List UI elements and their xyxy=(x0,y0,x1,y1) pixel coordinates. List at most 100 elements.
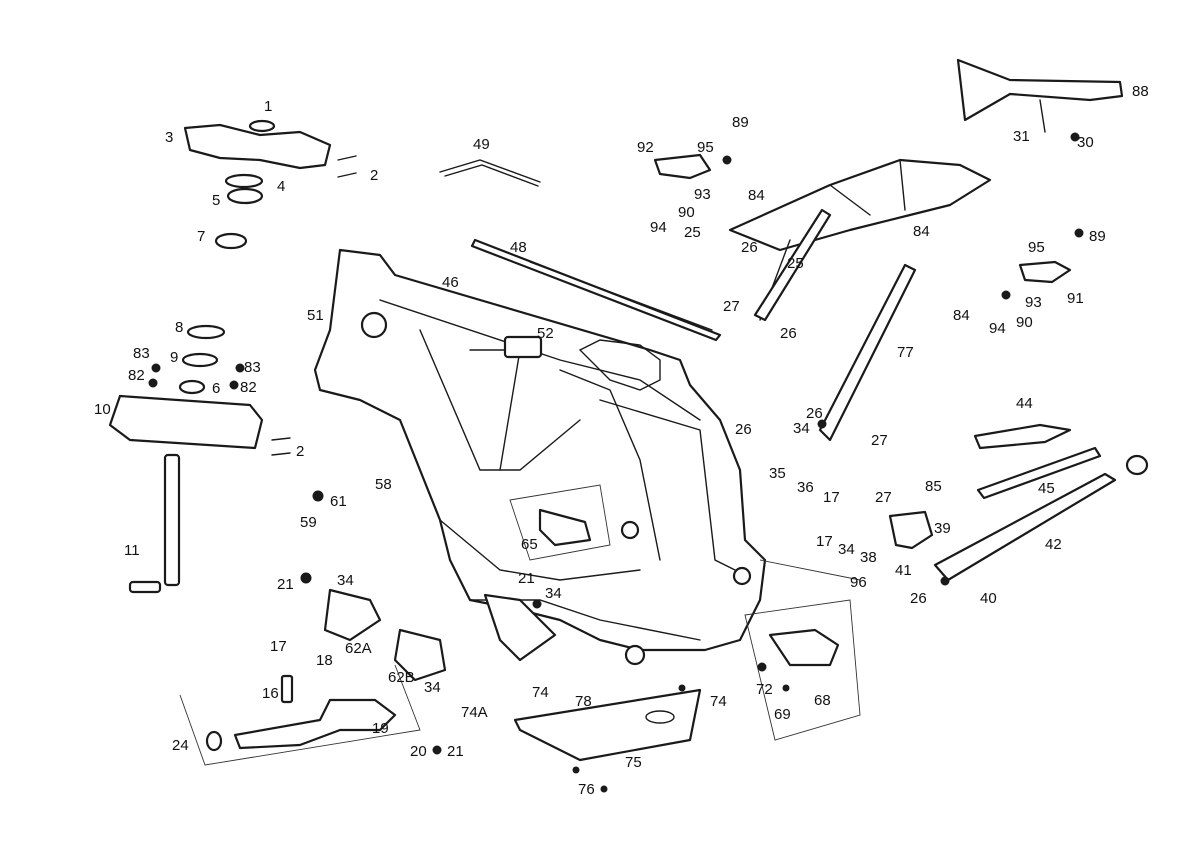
upper-triple-clamp xyxy=(183,119,357,250)
callout-label: 82 xyxy=(240,379,257,396)
callout-label: 9 xyxy=(170,349,178,366)
callout-label: 45 xyxy=(1038,480,1055,497)
callout-label: 27 xyxy=(875,489,892,506)
callout-label: 75 xyxy=(625,754,642,771)
frame-rails xyxy=(439,159,722,342)
callout-label: 74 xyxy=(532,684,549,701)
callout-label: 8 xyxy=(175,319,183,336)
callout-label: 69 xyxy=(774,706,791,723)
callout-label: 95 xyxy=(1028,239,1045,256)
callout-label: 27 xyxy=(871,432,888,449)
fasteners xyxy=(148,132,1084,793)
callout-label: 17 xyxy=(270,638,287,655)
callout-label: 19 xyxy=(372,720,389,737)
right-hardware xyxy=(538,153,1149,667)
callout-label: 17 xyxy=(823,489,840,506)
callout-label: 48 xyxy=(510,239,527,256)
callout-label: 84 xyxy=(913,223,930,240)
lower-triple-clamp xyxy=(108,324,291,594)
callout-label: 39 xyxy=(934,520,951,537)
callout-label: 91 xyxy=(1067,290,1084,307)
callout-label: 27 xyxy=(723,298,740,315)
callout-label: 44 xyxy=(1016,395,1033,412)
callout-label: 34 xyxy=(545,585,562,602)
callout-label: 34 xyxy=(424,679,441,696)
callout-label: 21 xyxy=(447,743,464,760)
callout-label: 2 xyxy=(296,443,304,460)
assembly-guides xyxy=(179,484,861,766)
callout-label: 30 xyxy=(1077,134,1094,151)
callout-label: 26 xyxy=(735,421,752,438)
callout-label: 36 xyxy=(797,479,814,496)
callout-label: 41 xyxy=(895,562,912,579)
callout-label: 58 xyxy=(375,476,392,493)
callout-label: 40 xyxy=(980,590,997,607)
callout-label: 89 xyxy=(1089,228,1106,245)
callout-label: 77 xyxy=(897,344,914,361)
callout-label: 74 xyxy=(710,693,727,710)
callout-label: 38 xyxy=(860,549,877,566)
callout-label: 96 xyxy=(850,574,867,591)
callout-label: 35 xyxy=(769,465,786,482)
callout-label: 21 xyxy=(518,570,535,587)
callout-label: 34 xyxy=(793,420,810,437)
callout-label: 61 xyxy=(330,493,347,510)
rear-subframe xyxy=(728,58,1124,442)
callout-label: 17 xyxy=(816,533,833,550)
callout-label: 78 xyxy=(575,693,592,710)
callout-label: 51 xyxy=(307,307,324,324)
callout-label: 34 xyxy=(337,572,354,589)
callout-label: 26 xyxy=(910,590,927,607)
callout-label: 20 xyxy=(410,743,427,760)
callout-label: 82 xyxy=(128,367,145,384)
callout-label: 34 xyxy=(838,541,855,558)
callout-label: 92 xyxy=(637,139,654,156)
callout-label: 46 xyxy=(442,274,459,291)
callout-label: 65 xyxy=(521,536,538,553)
callout-label: 7 xyxy=(197,228,205,245)
callout-label: 11 xyxy=(124,542,140,559)
callout-label: 16 xyxy=(262,685,279,702)
left-lower-hardware xyxy=(205,588,702,762)
callout-label: 62A xyxy=(345,640,372,657)
callout-label: 89 xyxy=(732,114,749,131)
callout-label: 26 xyxy=(806,405,823,422)
callout-label: 1 xyxy=(264,98,272,115)
callout-label: 18 xyxy=(316,652,333,669)
main-frame xyxy=(313,248,767,666)
callout-label: 49 xyxy=(473,136,490,153)
callout-label: 84 xyxy=(748,187,765,204)
callout-label: 26 xyxy=(741,239,758,256)
callout-label: 5 xyxy=(212,192,220,209)
callout-label: 62B xyxy=(388,669,415,686)
callout-label: 85 xyxy=(925,478,942,495)
callout-label: 93 xyxy=(1025,294,1042,311)
callout-label: 72 xyxy=(756,681,773,698)
callout-label: 42 xyxy=(1045,536,1062,553)
callout-label: 10 xyxy=(94,401,111,418)
callout-label: 2 xyxy=(370,167,378,184)
callout-label: 93 xyxy=(694,186,711,203)
callout-label: 90 xyxy=(678,204,695,221)
callout-label: 88 xyxy=(1132,83,1149,100)
callout-label: 83 xyxy=(244,359,261,376)
callout-label: 76 xyxy=(578,781,595,798)
callout-label: 21 xyxy=(277,576,294,593)
callout-label: 94 xyxy=(989,320,1006,337)
callout-label: 68 xyxy=(814,692,831,709)
callout-label: 4 xyxy=(277,178,285,195)
callout-label: 52 xyxy=(537,325,554,342)
callout-label: 31 xyxy=(1013,128,1030,145)
callout-label: 26 xyxy=(780,325,797,342)
callout-label: 90 xyxy=(1016,314,1033,331)
callout-label: 6 xyxy=(212,380,220,397)
callout-label: 59 xyxy=(300,514,317,531)
callout-labels: 1 2 3 4 5 7 8 9 6 10 11 82 83 2 21 34 17… xyxy=(94,83,1149,798)
callout-label: 84 xyxy=(953,307,970,324)
callout-label: 3 xyxy=(165,129,173,146)
callout-label: 95 xyxy=(697,139,714,156)
callout-label: 94 xyxy=(650,219,667,236)
callout-label: 74A xyxy=(461,704,488,721)
callout-label: 83 xyxy=(133,345,150,362)
